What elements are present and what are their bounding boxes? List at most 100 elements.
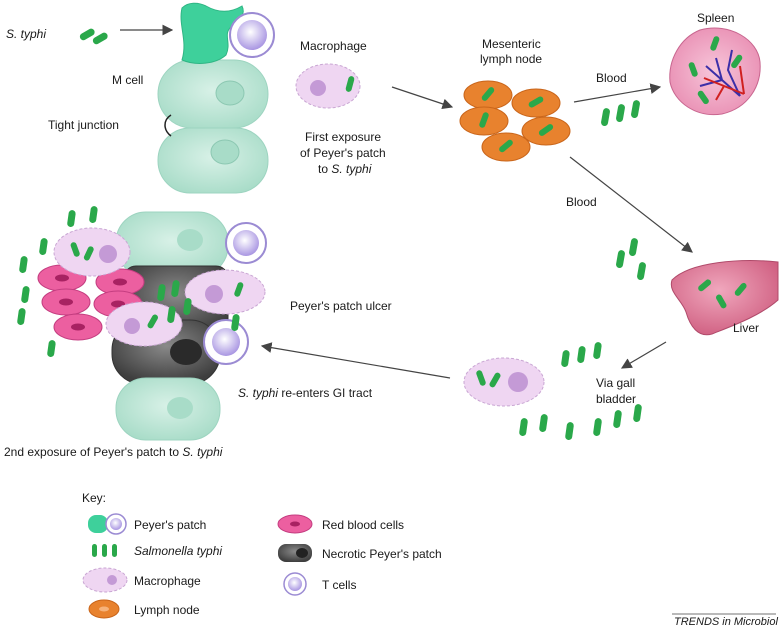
bacterium bbox=[476, 370, 486, 386]
credit-text: TRENDS in Microbiol bbox=[674, 616, 778, 628]
arrow-reenters-gi bbox=[260, 342, 451, 379]
bacterium bbox=[565, 422, 574, 441]
t-cell-inner bbox=[212, 328, 240, 356]
bacterium bbox=[70, 242, 80, 257]
legend-title: Key: bbox=[82, 491, 106, 505]
bacterium bbox=[481, 87, 495, 101]
label-macrophage: Macrophage bbox=[300, 39, 367, 53]
spleen bbox=[669, 27, 761, 116]
bacterium bbox=[613, 410, 622, 429]
macrophage-nucleus bbox=[124, 318, 140, 334]
bacterium bbox=[231, 314, 240, 332]
legend-label-peyers-patch: Peyer's patch bbox=[134, 518, 206, 532]
arrow-to-spleen bbox=[573, 83, 662, 103]
bacterium bbox=[171, 280, 180, 298]
legend-label-red-blood-cells: Red blood cells bbox=[322, 518, 404, 532]
cell-nucleus bbox=[167, 397, 193, 419]
bacterium bbox=[601, 108, 610, 127]
label-blood-middle: Blood bbox=[566, 195, 597, 209]
bacterium bbox=[234, 282, 244, 297]
bacterium bbox=[688, 62, 698, 77]
bacterium bbox=[616, 250, 625, 269]
mesenteric-lymph-node bbox=[459, 80, 571, 162]
bacterium bbox=[629, 238, 638, 257]
macrophage-nucleus bbox=[205, 285, 223, 303]
bacterium bbox=[593, 418, 602, 437]
legend-icon-red-blood-cells bbox=[277, 514, 313, 534]
peyers-patch-second-exposure bbox=[17, 206, 267, 441]
bacterium bbox=[577, 346, 586, 364]
label-second-exposure: 2nd exposure of Peyer's patch to S. typh… bbox=[4, 445, 223, 459]
arrow-to-lymph-node bbox=[391, 86, 454, 110]
legend-icon-necrotic bbox=[278, 544, 312, 562]
legend-label-salmonella: Salmonella typhi bbox=[134, 544, 222, 558]
bacterium bbox=[79, 28, 95, 41]
bacterium bbox=[731, 54, 743, 69]
label-s-typhi: S. typhi bbox=[6, 27, 46, 41]
label-reenters-gi: S. typhi re-enters GI tract bbox=[238, 386, 373, 400]
bacterium bbox=[716, 294, 727, 309]
free-bacteria-ulcer bbox=[17, 206, 240, 358]
bacterium bbox=[631, 100, 640, 119]
bacterium bbox=[183, 298, 192, 316]
legend-label-lymph-node: Lymph node bbox=[134, 603, 200, 617]
legend: Key: Peyer's patch Salmonella typhi Macr… bbox=[82, 491, 442, 619]
cell-nucleus bbox=[215, 80, 245, 106]
bacterium bbox=[17, 308, 26, 326]
macrophages-ulcer bbox=[53, 227, 266, 347]
bacterium bbox=[47, 340, 56, 358]
bacterium bbox=[538, 124, 554, 136]
bacterium bbox=[519, 418, 528, 437]
legend-label-macrophage: Macrophage bbox=[134, 574, 201, 588]
liver-shape bbox=[670, 260, 779, 336]
legend-icon-t-cells bbox=[283, 572, 307, 596]
macrophage-top bbox=[295, 63, 361, 109]
cell-nucleus bbox=[177, 229, 203, 251]
macrophage-gall bbox=[463, 357, 545, 407]
bacterium bbox=[157, 284, 166, 302]
label-blood-top: Blood bbox=[596, 71, 627, 85]
label-via-gall-2: bladder bbox=[596, 392, 636, 406]
bacterium bbox=[616, 104, 625, 123]
bacterium bbox=[167, 306, 176, 324]
macrophage-body bbox=[105, 301, 183, 347]
arrow-via-gall-bladder bbox=[620, 341, 667, 369]
label-tight-junction: Tight junction bbox=[48, 118, 119, 132]
bacterium bbox=[499, 139, 513, 153]
label-spleen: Spleen bbox=[697, 11, 734, 25]
bacterium bbox=[593, 342, 602, 360]
macrophage-nucleus bbox=[99, 245, 117, 263]
bacterium bbox=[92, 32, 108, 45]
bacterium bbox=[637, 262, 646, 281]
t-cell-inner bbox=[233, 230, 259, 256]
bacteria-cluster-start bbox=[79, 28, 108, 45]
bacteria-cluster-blood-middle bbox=[616, 238, 646, 281]
bacterium bbox=[633, 404, 642, 423]
bacteria-cluster-gall-bottom bbox=[519, 404, 642, 441]
liver bbox=[670, 260, 779, 336]
bacterium bbox=[734, 282, 747, 296]
bacteria-cluster-gall-top bbox=[561, 342, 602, 368]
bacterium bbox=[83, 246, 94, 261]
label-peyers-ulcer: Peyer's patch ulcer bbox=[290, 299, 392, 313]
label-first-exposure-2: of Peyer's patch bbox=[300, 146, 386, 160]
legend-label-necrotic: Necrotic Peyer's patch bbox=[322, 547, 442, 561]
necrotic-nucleus bbox=[170, 339, 202, 365]
bacteria-cluster-blood-top bbox=[601, 100, 640, 127]
macrophage-body bbox=[295, 63, 361, 109]
bacterium bbox=[561, 350, 570, 368]
t-cell-inner bbox=[237, 20, 267, 50]
cell-nucleus bbox=[210, 139, 240, 165]
tight-junction-mark bbox=[164, 114, 172, 137]
bacterium bbox=[697, 90, 709, 105]
label-via-gall-1: Via gall bbox=[596, 376, 635, 390]
macrophage-nucleus bbox=[310, 80, 326, 96]
bacterium bbox=[528, 96, 544, 108]
epithelial-cell bbox=[157, 127, 269, 194]
legend-icon-macrophage bbox=[82, 567, 128, 593]
spleen-artery bbox=[703, 65, 745, 101]
bacterium bbox=[710, 36, 720, 51]
label-mesenteric-1: Mesenteric bbox=[482, 37, 541, 51]
